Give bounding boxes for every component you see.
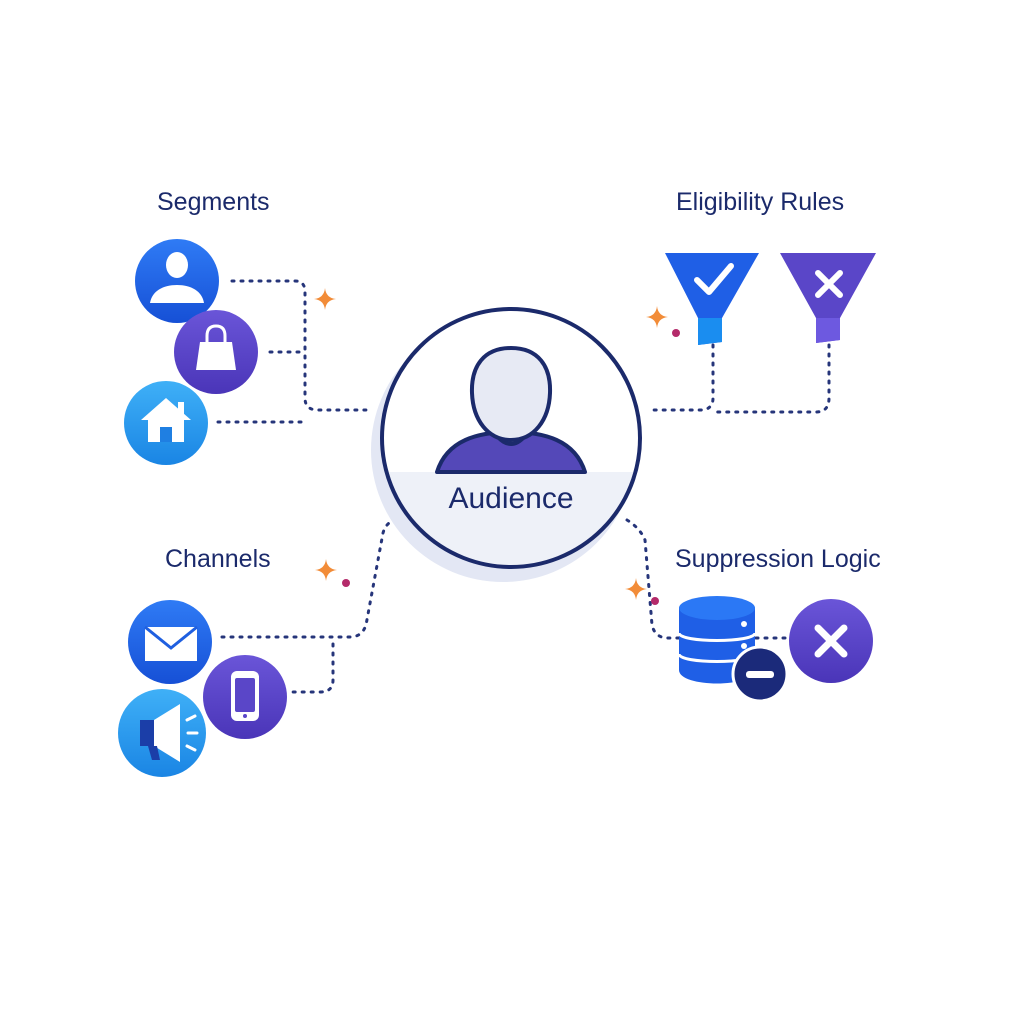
- connector-channels-phone: [288, 642, 335, 694]
- sparkle-1: [314, 288, 336, 310]
- person-icon: [135, 239, 219, 323]
- suppression-logic-label: Suppression Logic: [675, 545, 881, 573]
- audience-label: Audience: [448, 482, 574, 515]
- audience-person-icon: [435, 345, 587, 474]
- home-icon: [124, 381, 208, 465]
- channels-label: Channels: [165, 545, 271, 573]
- envelope-icon: [128, 600, 212, 684]
- connectors: [216, 279, 831, 694]
- sparkle-3: [315, 559, 337, 581]
- audience-hub: [371, 307, 642, 582]
- connector-suppression: [625, 518, 682, 640]
- audience-ring: [380, 307, 642, 569]
- mobile-phone-icon: [203, 655, 287, 739]
- segments-label: Segments: [157, 188, 270, 216]
- eligibility-rules-label: Eligibility Rules: [676, 188, 845, 216]
- x-circle-icon: [789, 599, 873, 683]
- sparkle-2: [646, 306, 668, 328]
- database-minus-icon: [677, 596, 789, 703]
- megaphone-icon: [118, 689, 206, 777]
- check-filter-icon: [665, 253, 759, 345]
- connector-channels-envelope: [220, 518, 398, 639]
- shopping-bag-icon: [174, 310, 258, 394]
- sparkle-4: [625, 578, 647, 600]
- connector-eligibility-x: [711, 343, 831, 414]
- sparkles: [314, 288, 680, 605]
- connector-eligibility-check: [651, 343, 715, 412]
- x-filter-icon: [780, 253, 876, 343]
- connector-segments-person: [230, 279, 374, 412]
